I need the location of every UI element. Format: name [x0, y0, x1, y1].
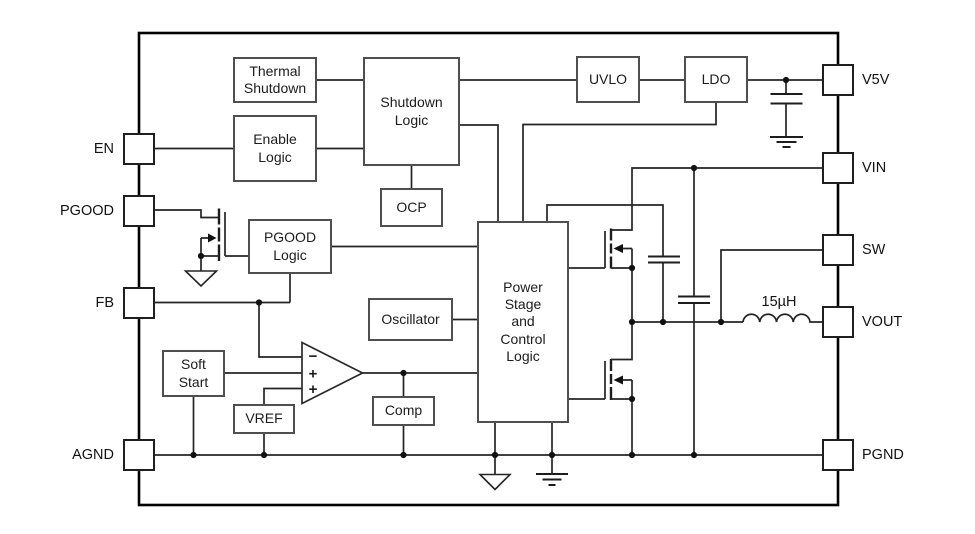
pin-label-vin: VIN: [862, 160, 887, 176]
wire-shutdown-to-powerstage: [460, 124, 499, 221]
signal-ground-triangle-icon: [478, 473, 512, 491]
block-uvlo: UVLO: [576, 56, 640, 103]
junction-dot: [717, 318, 725, 326]
block-ldo: LDO: [684, 56, 748, 103]
block-thermal-shutdown: Thermal Shutdown: [233, 57, 317, 103]
vin-bypass-capacitor: [678, 295, 710, 304]
earth-ground-icon: [770, 136, 803, 148]
block-enable-logic-label: Enable Logic: [253, 131, 297, 165]
junction-dot: [400, 369, 407, 377]
wire-vref-to-opamp: [263, 387, 302, 404]
wire-sw-pin-branch: [720, 249, 822, 322]
junction-dot: [690, 451, 698, 459]
junction-dot: [190, 451, 197, 459]
block-enable-logic: Enable Logic: [233, 115, 317, 182]
source-body-leads: [611, 247, 633, 322]
body-diode-arrow-icon: [208, 233, 217, 243]
pin-label-sw: SW: [862, 242, 886, 258]
pin-box-agnd: [123, 439, 155, 471]
pin-label-pgnd: PGND: [862, 447, 904, 463]
wire-bootstrap-top: [546, 204, 664, 257]
block-vref-label: VREF: [245, 410, 283, 427]
wire-ldo-to-powerstage: [522, 103, 717, 221]
body-diode-arrow-icon: [613, 244, 623, 253]
block-ldo-label: LDO: [701, 70, 731, 87]
block-oscillator-label: Oscillator: [381, 310, 440, 327]
chip-outline: [137, 31, 840, 507]
bootstrap-capacitor: [648, 255, 680, 264]
pin-box-pgnd: [822, 439, 854, 471]
block-ocp-label: OCP: [396, 198, 427, 215]
block-soft-start: Soft Start: [162, 350, 225, 397]
block-comp-label: Comp: [384, 402, 423, 419]
block-power-stage: Power Stage and Control Logic: [477, 221, 569, 423]
pin-box-vout: [822, 306, 854, 338]
nmos-low-side: [604, 322, 633, 455]
pin-label-v5v: V5V: [862, 72, 890, 88]
earth-ground-icon: [536, 473, 568, 486]
junction-dot: [690, 164, 698, 172]
capacitors: [648, 93, 803, 304]
block-shutdown-logic-label: Shutdown Logic: [380, 94, 443, 128]
junction-dots: [190, 76, 790, 459]
junction-dot: [197, 252, 205, 260]
block-power-stage-label: Power Stage and Control Logic: [500, 279, 546, 364]
block-ocp: OCP: [380, 188, 443, 227]
junction-dot: [628, 318, 636, 326]
pin-label-pgood: PGOOD: [60, 203, 114, 219]
junction-dot: [260, 451, 268, 459]
v5v-bypass-capacitor: [770, 93, 803, 105]
drain-source-body-leads: [611, 322, 633, 455]
junction-dot: [628, 451, 636, 459]
block-comp: Comp: [372, 396, 435, 426]
block-pgood-logic: PGOOD Logic: [248, 219, 332, 274]
pin-box-vin: [822, 152, 854, 184]
pin-box-pgood: [123, 195, 155, 227]
block-thermal-shutdown-label: Thermal Shutdown: [243, 62, 307, 96]
wire-pgood-pin-to-drain: [155, 209, 219, 219]
error-amplifier: − + +: [301, 341, 365, 405]
pin-label-vout: VOUT: [862, 314, 903, 330]
signal-ground-triangle-icon: [183, 270, 219, 288]
opamp-triangle: [301, 341, 365, 405]
pin-box-v5v: [822, 64, 854, 96]
block-pgood-logic-label: PGOOD Logic: [263, 229, 317, 263]
block-vref: VREF: [233, 404, 295, 434]
opamp-inverting-sign: −: [309, 348, 318, 365]
wire-vin-to-highside-drain: [611, 167, 822, 231]
junction-dot: [659, 318, 667, 326]
junction-dot: [628, 264, 636, 272]
junction-dot: [782, 76, 790, 84]
block-uvlo-label: UVLO: [588, 70, 628, 87]
opamp-noninverting-sign: +: [309, 366, 318, 383]
block-shutdown-logic: Shutdown Logic: [363, 57, 460, 166]
block-soft-start-label: Soft Start: [178, 356, 209, 390]
nmos-pgood-open-drain: [200, 208, 226, 271]
opamp-noninverting-sign: +: [309, 381, 318, 398]
junction-dot: [491, 451, 499, 459]
wire-fb-to-opamp-inv: [258, 302, 302, 358]
junction-dot: [255, 299, 263, 306]
junction-dot: [548, 451, 556, 459]
body-diode-arrow-icon: [613, 375, 623, 385]
pin-label-agnd: AGND: [72, 447, 114, 463]
inductor-coil-icon: [742, 313, 822, 323]
block-oscillator: Oscillator: [368, 298, 453, 341]
pin-label-en: EN: [93, 141, 114, 157]
pin-box-en: [123, 133, 155, 165]
pin-box-fb: [123, 287, 155, 319]
inductor-value-label: 15µH: [761, 294, 797, 310]
pin-box-sw: [822, 234, 854, 266]
nmos-high-side: [604, 228, 633, 322]
pin-label-fb: FB: [95, 295, 114, 311]
junction-dot: [400, 451, 407, 459]
junction-dot: [628, 395, 636, 403]
